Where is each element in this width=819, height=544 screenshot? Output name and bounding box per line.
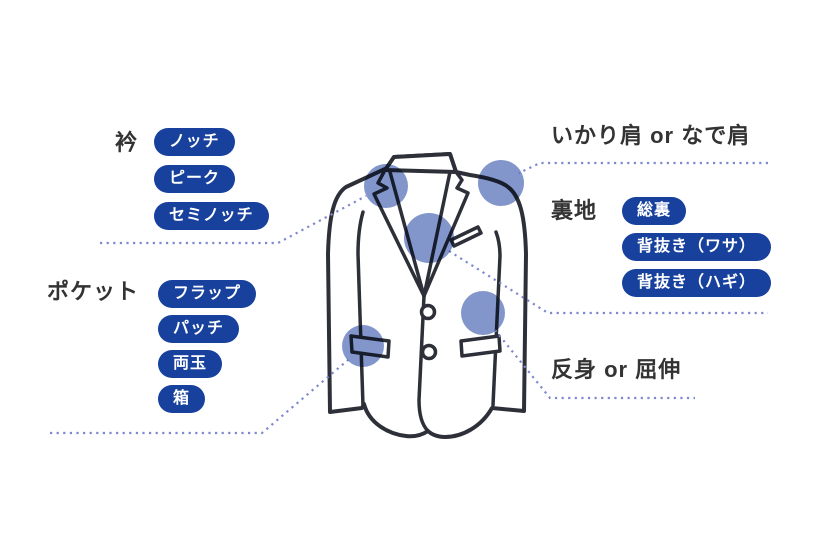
highlight-circle-lapel [364, 164, 408, 208]
pill-collar-notch: ノッチ [154, 128, 235, 156]
pocket-connector-line [50, 359, 349, 435]
collar-heading: 衿 [115, 130, 139, 155]
highlight-circle-shoulder [478, 160, 524, 206]
pill-lining-full: 総裏 [622, 197, 687, 225]
highlight-circle-chest [404, 213, 454, 263]
pill-pocket-double-welt: 両玉 [158, 350, 223, 378]
highlight-circles [342, 160, 524, 367]
lining-pill-list: 総裏 背抜き（ワサ） 背抜き（ハギ） [622, 197, 772, 297]
pill-pocket-box: 箱 [158, 385, 206, 413]
left-sleeve-seam [356, 210, 365, 408]
right-lapel-line [422, 170, 470, 298]
pill-collar-semi-notch: セミノッチ [154, 202, 269, 230]
pocket-pill-list: フラップ パッチ 両玉 箱 [158, 280, 257, 413]
front-edge-line [417, 294, 430, 433]
right-hip-pocket-flap [459, 334, 502, 358]
pill-lining-half-wasa: 背抜き（ワサ） [622, 233, 772, 261]
pocket-heading: ポケット [47, 279, 140, 304]
connector-lines [50, 161, 768, 435]
pill-pocket-patch: パッチ [158, 315, 240, 343]
shoulder-connector-line [518, 161, 768, 174]
highlight-circle-hip-pocket [342, 325, 384, 367]
shoulder-heading: いかり肩 or なで肩 [551, 123, 751, 148]
bottom-button [420, 343, 438, 361]
lining-heading: 裏地 [551, 198, 598, 223]
collar-pill-list: ノッチ ピーク セミノッチ [154, 128, 269, 230]
pill-collar-peak: ピーク [154, 165, 236, 193]
collar-connector-line [100, 195, 367, 245]
pill-lining-half-hagi: 背抜き（ハギ） [622, 269, 772, 297]
right-sleeve-seam [491, 230, 502, 407]
pill-pocket-flap: フラップ [158, 280, 257, 308]
posture-heading: 反身 or 屈伸 [551, 357, 682, 382]
top-button [419, 303, 437, 321]
highlight-circle-waist [461, 291, 505, 335]
posture-connector-line [494, 329, 695, 400]
